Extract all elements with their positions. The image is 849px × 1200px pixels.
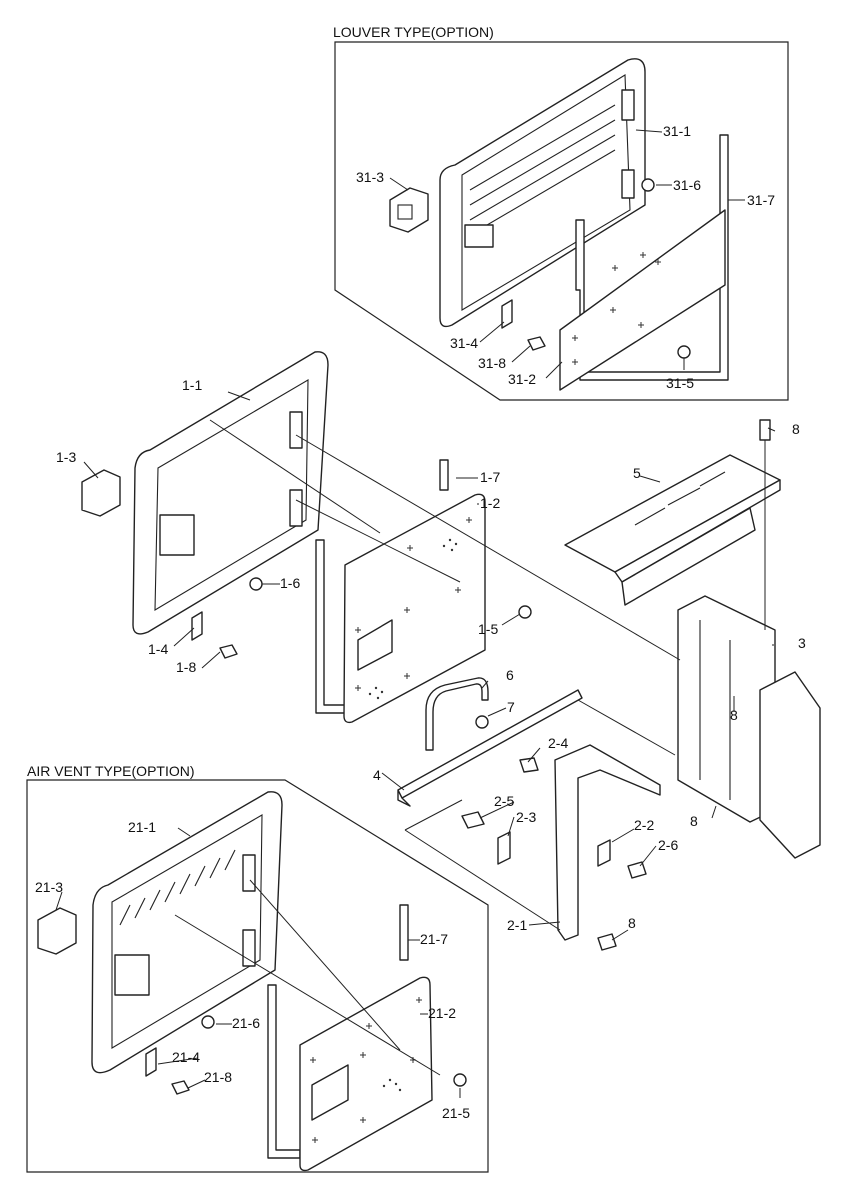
main-knob-part bbox=[518, 605, 532, 619]
label-1-6: 1-6 bbox=[280, 575, 300, 591]
main-panel-part bbox=[343, 493, 486, 724]
louver-latch-part bbox=[389, 187, 429, 233]
label-31-1: 31-1 bbox=[663, 123, 691, 139]
label-21-3: 21-3 bbox=[35, 879, 63, 895]
label-8-top: 8 bbox=[792, 421, 800, 437]
label-7: 7 bbox=[507, 699, 515, 715]
top-bolt-part bbox=[759, 419, 771, 441]
louver-panel-part bbox=[559, 209, 726, 391]
label-2-2: 2-2 bbox=[634, 817, 654, 833]
lower-bolt-part bbox=[461, 757, 647, 951]
main-latch-part bbox=[81, 469, 121, 517]
air-vent-bolt-part bbox=[171, 1080, 190, 1095]
mounting-plate-part bbox=[564, 454, 781, 606]
handle-rail-part bbox=[397, 689, 583, 807]
air-vent-type-section: AIR VENT TYPE(OPTION) 21-1 21-3 21- bbox=[26, 763, 489, 1173]
label-21-5: 21-5 bbox=[442, 1105, 470, 1121]
label-2-1: 2-1 bbox=[507, 917, 527, 933]
label-21-1: 21-1 bbox=[128, 819, 156, 835]
louver-type-title: LOUVER TYPE(OPTION) bbox=[333, 24, 494, 40]
label-2-6: 2-6 bbox=[658, 837, 678, 853]
air-vent-panel-part bbox=[299, 976, 433, 1172]
side-bracket-part bbox=[677, 595, 821, 859]
main-assembly: 1-1 1-3 1-7 1-2 1-6 1-5 1-4 1-8 8 5 3 6 … bbox=[56, 351, 821, 951]
label-21-8: 21-8 bbox=[204, 1069, 232, 1085]
louver-bracket-part bbox=[501, 299, 513, 329]
label-21-6: 21-6 bbox=[232, 1015, 260, 1031]
label-31-4: 31-4 bbox=[450, 335, 478, 351]
louver-grommet-part bbox=[641, 178, 655, 192]
label-8-right: 8 bbox=[690, 813, 698, 829]
lower-bracket-part bbox=[554, 744, 661, 941]
air-vent-type-title: AIR VENT TYPE(OPTION) bbox=[27, 763, 195, 779]
label-8-mid: 8 bbox=[730, 707, 738, 723]
label-1-1: 1-1 bbox=[182, 377, 202, 393]
label-2-3: 2-3 bbox=[516, 809, 536, 825]
label-31-2: 31-2 bbox=[508, 371, 536, 387]
label-5: 5 bbox=[633, 465, 641, 481]
label-8-bottom: 8 bbox=[628, 915, 636, 931]
label-2-4: 2-4 bbox=[548, 735, 568, 751]
main-bolt-part bbox=[219, 644, 238, 659]
label-31-5: 31-5 bbox=[666, 375, 694, 391]
handle-grommet-part bbox=[475, 715, 489, 729]
lower-plate-part bbox=[497, 831, 611, 867]
label-21-7: 21-7 bbox=[420, 931, 448, 947]
label-31-7: 31-7 bbox=[747, 192, 775, 208]
label-21-2: 21-2 bbox=[428, 1005, 456, 1021]
air-vent-knob-part bbox=[453, 1073, 467, 1087]
label-4: 4 bbox=[373, 767, 381, 783]
label-1-4: 1-4 bbox=[148, 641, 168, 657]
main-bracket-part bbox=[191, 611, 203, 641]
label-1-2: 1-2 bbox=[480, 495, 500, 511]
label-21-4: 21-4 bbox=[172, 1049, 200, 1065]
louver-rod-part bbox=[575, 134, 729, 381]
label-3: 3 bbox=[798, 635, 806, 651]
air-vent-frame-part bbox=[91, 791, 283, 1074]
main-frame-part bbox=[132, 351, 329, 635]
air-vent-bracket-part bbox=[145, 1047, 157, 1077]
air-vent-latch-part bbox=[37, 907, 77, 955]
label-1-5: 1-5 bbox=[478, 621, 498, 637]
label-31-3: 31-3 bbox=[356, 169, 384, 185]
louver-bolt-part bbox=[527, 336, 546, 351]
label-6: 6 bbox=[506, 667, 514, 683]
air-vent-grommet-part bbox=[201, 1015, 215, 1029]
label-2-5: 2-5 bbox=[494, 793, 514, 809]
louver-frame-part bbox=[439, 58, 646, 328]
label-1-8: 1-8 bbox=[176, 659, 196, 675]
louver-knob-part bbox=[677, 345, 691, 359]
label-1-3: 1-3 bbox=[56, 449, 76, 465]
label-31-8: 31-8 bbox=[478, 355, 506, 371]
louver-type-section: LOUVER TYPE(OPTION) 31-1 31-3 bbox=[333, 24, 789, 401]
handle-part bbox=[425, 677, 489, 751]
main-grommet-part bbox=[249, 577, 263, 591]
label-31-6: 31-6 bbox=[673, 177, 701, 193]
label-1-7: 1-7 bbox=[480, 469, 500, 485]
